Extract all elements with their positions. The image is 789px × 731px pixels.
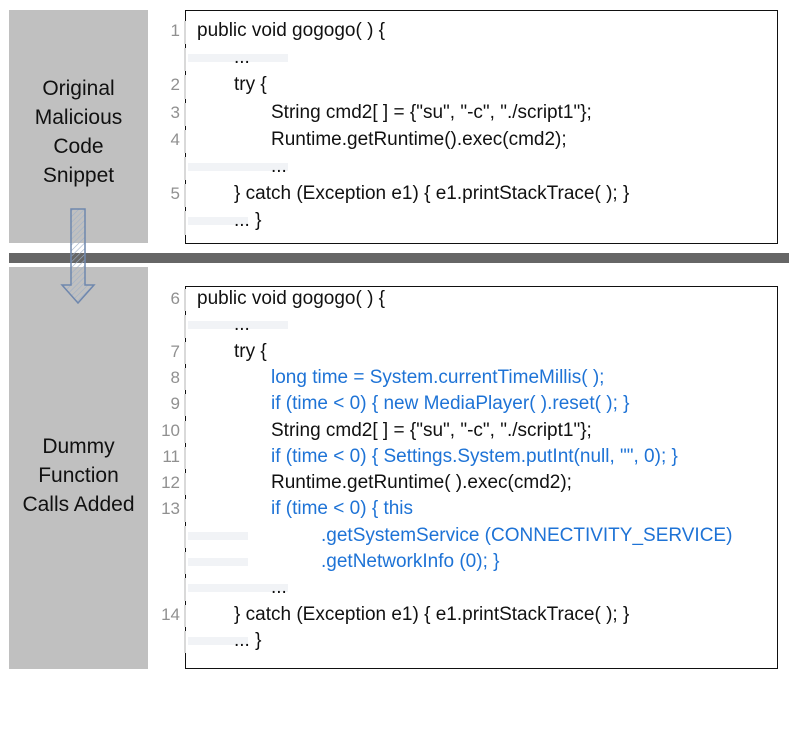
line-number: 9 [170,394,180,414]
line-number-gutter [184,21,186,45]
line-number: 7 [170,341,180,361]
line-number-gutter [184,552,186,575]
line-number-gutter [184,315,186,338]
label-line: Malicious [34,106,123,129]
line-number-gutter [184,446,186,470]
line-number: 12 [161,473,180,493]
code-line: public void gogogo( ) { [197,288,386,309]
dummy-calls-label: Dummy Function Calls Added [9,432,148,519]
line-number: 3 [170,102,180,122]
line-number: 13 [161,499,180,519]
line-number-gutter [184,48,186,72]
code-line: } catch (Exception e1) { e1.printStackTr… [234,603,630,625]
label-line: Original [42,77,115,100]
line-number: 10 [161,420,180,440]
line-number-gutter [184,102,186,126]
original-code-box [185,10,778,244]
original-code-label: Original Malicious Code Snippet [9,74,148,190]
omitted-line-marker [188,584,288,593]
omitted-line-marker [188,217,248,226]
code-line: public void gogogo( ) { [197,20,386,41]
line-number-gutter [184,420,186,443]
line-number: 2 [170,75,180,95]
line-number: 6 [170,289,180,308]
code-line: String cmd2[ ] = {"su", "-c", "./script1… [271,419,592,441]
line-number-gutter [184,525,186,548]
original-code-label-panel: Original Malicious Code Snippet [9,10,148,243]
line-number-gutter [184,211,186,235]
code-line: ... [234,314,250,336]
code-line: long time = System.currentTimeMillis( ); [271,366,605,388]
code-line: try { [234,340,267,362]
code-line: Runtime.getRuntime( ).exec(cmd2); [271,472,572,494]
code-line: ... [234,47,250,69]
code-line: ... [271,577,287,599]
label-line: Code [53,135,104,158]
omitted-line-marker [188,636,248,645]
line-number-gutter [184,394,186,417]
code-line: ... [271,156,287,177]
omitted-line-marker [188,321,288,330]
line-number: 5 [170,184,180,204]
line-number: 11 [162,446,180,466]
label-line: Dummy [42,435,115,458]
line-number-gutter [184,499,186,522]
code-line: ... } [234,629,262,651]
line-number-gutter [184,473,186,496]
label-line: Snippet [42,164,115,187]
line-number-gutter [184,630,186,654]
code-line: try { [234,74,267,96]
code-line: ... } [234,210,262,232]
line-number: 8 [170,367,180,387]
hollow-down-arrow-icon [60,208,96,305]
line-number-gutter [184,129,186,153]
line-number: 4 [170,129,180,149]
dummy-calls-label-panel: Dummy Function Calls Added [9,267,148,669]
code-line: Runtime.getRuntime().exec(cmd2); [271,128,567,150]
line-number-gutter [184,604,186,627]
code-line: } catch (Exception e1) { e1.printStackTr… [234,183,630,205]
code-line: .getNetworkInfo (0); } [321,551,500,572]
line-number-gutter [184,184,186,208]
label-line: Calls Added [22,493,135,516]
code-line: if (time < 0) { this [271,498,414,520]
line-number-gutter [184,157,186,181]
omitted-line-marker [188,558,248,566]
omitted-line-marker [188,163,288,171]
code-line: .getSystemService (CONNECTIVITY_SERVICE) [321,524,733,546]
section-separator [9,253,789,263]
line-number-gutter [184,367,186,391]
modified-code-box [185,286,778,669]
line-number-gutter [184,289,186,312]
line-number-gutter [184,341,186,364]
code-line: if (time < 0) { new MediaPlayer( ).reset… [271,393,630,415]
omitted-line-marker [188,54,288,63]
line-number-gutter [184,578,186,601]
code-line: if (time < 0) { Settings.System.putInt(n… [271,445,678,467]
label-line: Function [38,464,119,487]
omitted-line-marker [188,531,248,540]
line-number: 14 [161,604,180,624]
line-number-gutter [184,75,186,99]
line-number: 1 [170,21,180,40]
code-line: String cmd2[ ] = {"su", "-c", "./script1… [271,101,592,123]
